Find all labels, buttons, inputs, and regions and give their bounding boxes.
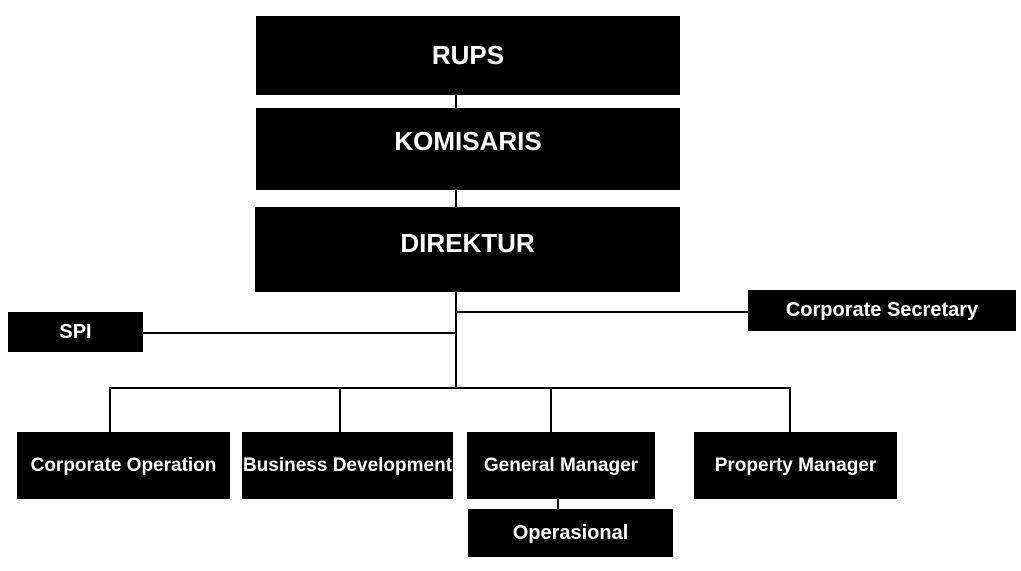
node-spi: SPI [8, 312, 143, 352]
node-rups-label: RUPS [431, 40, 505, 70]
node-operasional: Operasional [468, 509, 673, 557]
node-corporate-secretary: Corporate Secretary [748, 290, 1016, 331]
connector-drop-corporate-operation [109, 387, 111, 432]
node-corporate-secretary-label: Corporate Secretary [785, 299, 979, 321]
connector-direktur-stem [455, 292, 457, 389]
connector-general-manager-operasional [557, 499, 559, 509]
node-operasional-label: Operasional [512, 521, 629, 544]
node-corporate-operation: Corporate Operation [17, 432, 230, 499]
node-spi-label: SPI [59, 320, 92, 343]
node-direktur: DIREKTUR [255, 207, 680, 292]
node-corporate-operation-label: Corporate Operation [30, 454, 217, 476]
node-property-manager: Property Manager [694, 432, 897, 499]
connector-drop-general-manager [550, 387, 552, 432]
node-property-manager-label: Property Manager [714, 454, 877, 476]
node-general-manager: General Manager [467, 432, 655, 499]
node-direktur-label: DIREKTUR [400, 228, 535, 258]
connector-children-bus [109, 387, 791, 389]
connector-komisaris-direktur [455, 190, 457, 207]
node-business-development: Business Development [242, 432, 453, 499]
connector-direktur-spi [143, 332, 456, 334]
connector-rups-komisaris [455, 95, 457, 108]
node-rups: RUPS [256, 16, 680, 95]
connector-drop-business-development [339, 387, 341, 432]
connector-direktur-corporate-secretary [456, 311, 748, 313]
connector-drop-property-manager [789, 387, 791, 432]
node-general-manager-label: General Manager [483, 454, 639, 476]
node-komisaris-label: KOMISARIS [394, 125, 542, 156]
node-komisaris: KOMISARIS [256, 108, 680, 190]
node-business-development-label: Business Development [242, 454, 453, 476]
